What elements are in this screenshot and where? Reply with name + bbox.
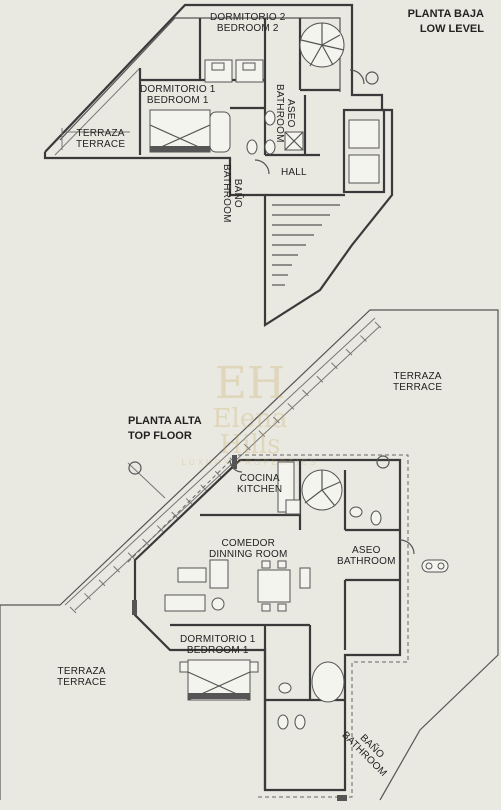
low-level-heading: PLANTA BAJA LOW LEVEL (408, 7, 484, 37)
top-dining-label: COMEDOR DINNING ROOM (209, 538, 288, 560)
terrace-railing-post (360, 335, 367, 342)
low-aseo-en: BATHROOM (274, 84, 285, 143)
low-bano-es: BAÑO (232, 178, 243, 208)
top-floor-heading: PLANTA ALTA TOP FLOOR (128, 414, 202, 444)
terrace-railing-post (243, 443, 251, 451)
low-hall-label: HALL (281, 167, 307, 178)
watermark-name: Elena Hills (212, 404, 288, 460)
terrace-railing-post (142, 538, 149, 546)
watermark-monogram: EH (214, 358, 286, 409)
terrace-railing-post (171, 511, 179, 519)
terrace-railing-post (98, 579, 106, 587)
watermark-logo: EH Elena Hills LUXURY PROPERTIES (180, 358, 320, 468)
top-aseo-label: ASEO BATHROOM (337, 545, 396, 567)
terrace-railing-post (156, 525, 164, 532)
low-bedroom1-es: DORMITORIO 1 (140, 84, 216, 95)
terrace-railing-post (69, 606, 77, 614)
low-aseo-label: ASEO BATHROOM (274, 84, 296, 143)
top-kitchen-en: KITCHEN (237, 484, 283, 495)
terrace-railing-post (374, 321, 382, 329)
terrace-railing-post (331, 362, 338, 370)
terrace-railing-post (84, 593, 91, 600)
top-floor-plan (0, 309, 499, 801)
low-level-plan (43, 3, 394, 328)
low-level-heading-en: LOW LEVEL (419, 23, 484, 35)
top-terrace-left-en: TERRACE (57, 677, 107, 688)
low-bedroom2-es: DORMITORIO 2 (210, 12, 286, 23)
top-bedroom1-en: BEDROOM 1 (186, 645, 249, 656)
low-bedroom2-en: BEDROOM 2 (216, 23, 279, 34)
top-terrace-right-en: TERRACE (393, 382, 443, 393)
top-aseo-es: ASEO (352, 545, 381, 556)
top-terrace-right-es: TERRAZA (393, 371, 442, 382)
terrace-railing-post (316, 375, 324, 383)
top-terrace-left-es: TERRAZA (57, 666, 106, 677)
top-kitchen-es: COCINA (239, 473, 280, 484)
terrace-railing-post (272, 416, 280, 424)
terrace-railing-post (113, 565, 120, 573)
watermark-tagline: LUXURY PROPERTIES (181, 458, 319, 467)
top-aseo-en: BATHROOM (337, 556, 396, 567)
low-aseo-es: ASEO (285, 99, 296, 128)
terrace-railing-post (258, 430, 266, 437)
low-bedroom2-label: DORMITORIO 2 BEDROOM 2 (210, 12, 286, 34)
top-bedroom1-es: DORMITORIO 1 (180, 634, 256, 645)
low-terrace-en: TERRACE (76, 139, 126, 150)
low-terrace-label: TERRAZA TERRACE (76, 128, 125, 150)
top-terrace-right-label: TERRAZA TERRACE (393, 371, 442, 393)
top-floor-heading-es: PLANTA ALTA (128, 415, 202, 427)
top-kitchen-label: COCINA KITCHEN (237, 473, 282, 495)
low-hall-en: HALL (281, 167, 307, 178)
terrace-railing-post (214, 470, 222, 478)
top-dining-en: DINNING ROOM (209, 549, 288, 560)
terrace-railing-post (200, 484, 208, 492)
terrace-railing-post (302, 389, 309, 397)
terrace-railing-post (345, 348, 353, 356)
top-floor-heading-en: TOP FLOOR (128, 430, 192, 442)
low-terrace-es: TERRAZA (76, 128, 125, 139)
terrace-railing-post (287, 403, 295, 410)
low-bano-en: BATHROOM (221, 164, 232, 223)
top-bedroom1-label: DORMITORIO 1 BEDROOM 1 (180, 634, 256, 656)
terrace-railing-post (127, 552, 135, 560)
low-bedroom1-en: BEDROOM 1 (146, 95, 209, 106)
low-bano-label: BAÑO BATHROOM (221, 164, 243, 223)
top-dining-es: COMEDOR (221, 538, 276, 549)
low-bedroom1-label: DORMITORIO 1 BEDROOM 1 (140, 84, 216, 106)
top-terrace-left-label: TERRAZA TERRACE (57, 666, 106, 688)
low-level-heading-es: PLANTA BAJA (407, 8, 484, 20)
